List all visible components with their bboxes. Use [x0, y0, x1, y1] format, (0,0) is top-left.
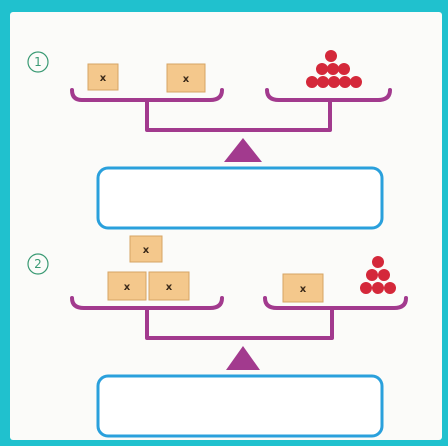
- ball: [328, 76, 340, 88]
- fulcrum: [226, 346, 260, 370]
- ball-pile: [360, 256, 396, 294]
- ball: [306, 76, 318, 88]
- x-block: x: [166, 63, 206, 93]
- problem-number-circle: [27, 253, 49, 275]
- ball: [327, 63, 339, 75]
- fulcrum: [224, 138, 262, 162]
- ball: [325, 50, 337, 62]
- right-pan: [263, 296, 408, 310]
- right-pan: [265, 88, 392, 102]
- answer-box[interactable]: [96, 374, 384, 438]
- ball: [360, 282, 372, 294]
- ball: [339, 76, 351, 88]
- ball: [372, 256, 384, 268]
- x-block-label: x: [124, 282, 131, 293]
- balance-scale: [70, 88, 392, 162]
- problem-2: 2 x x x x: [27, 235, 408, 438]
- problem-number-circle: [27, 51, 49, 73]
- ball: [317, 76, 329, 88]
- problem-1: 1 x x: [27, 50, 392, 230]
- answer-box[interactable]: [96, 166, 384, 230]
- x-block-label: x: [183, 74, 190, 85]
- x-block: x: [129, 235, 163, 263]
- problem-number: 1: [34, 55, 42, 69]
- ball: [338, 63, 350, 75]
- x-block: x: [107, 271, 147, 301]
- balance-beam: [145, 98, 332, 132]
- balance-beam: [145, 306, 334, 340]
- x-block: x: [87, 63, 119, 91]
- x-block-label: x: [300, 284, 307, 295]
- balance-scale: [70, 296, 408, 370]
- ball: [384, 282, 396, 294]
- ball: [316, 63, 328, 75]
- ball: [350, 76, 362, 88]
- x-block-label: x: [143, 245, 150, 256]
- x-block: x: [148, 271, 190, 301]
- x-block-label: x: [100, 73, 107, 84]
- x-block: x: [282, 273, 324, 303]
- problem-number: 2: [34, 257, 42, 271]
- ball: [378, 269, 390, 281]
- ball: [366, 269, 378, 281]
- ball-pile: [306, 50, 362, 88]
- x-block-label: x: [166, 282, 173, 293]
- ball: [372, 282, 384, 294]
